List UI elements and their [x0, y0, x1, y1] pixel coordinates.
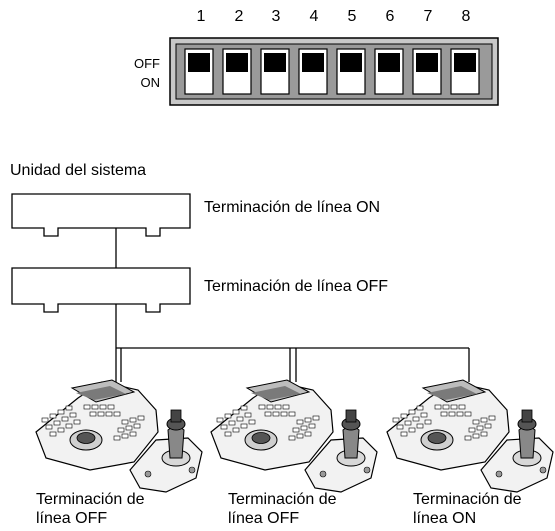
controller-1	[35, 379, 203, 493]
unit2-termination-label: Terminación de línea OFF	[204, 278, 389, 295]
unit1-termination-label: Terminación de línea ON	[204, 199, 381, 216]
bus-lines	[115, 304, 470, 382]
controller-1-termination: Terminación de línea OFF	[36, 490, 145, 528]
controller-3-termination-line1: Terminación de	[413, 491, 522, 508]
switch-number-7: 7	[423, 8, 433, 25]
controller-2	[210, 379, 378, 493]
switch-number-1: 1	[196, 8, 206, 25]
switch-number-6: 6	[385, 8, 395, 25]
controller-2-termination-line1: Terminación de	[228, 491, 337, 508]
controller-3-termination: Terminación de línea ON	[413, 490, 522, 528]
switch-number-5: 5	[347, 8, 357, 25]
controller-3	[386, 379, 554, 493]
off-label: OFF	[134, 56, 160, 71]
system-unit-label: Unidad del sistema	[10, 162, 147, 179]
controller-2-termination-line2: línea OFF	[228, 510, 300, 527]
switch-number-2: 2	[234, 8, 244, 25]
system-unit-2	[11, 267, 191, 313]
dip-switch	[169, 37, 499, 106]
controller-1-termination-line1: Terminación de	[36, 491, 145, 508]
controller-3-termination-line2: línea ON	[413, 510, 477, 527]
controller-2-termination: Terminación de línea OFF	[228, 490, 337, 528]
switch-levers	[188, 53, 476, 72]
switch-number-3: 3	[271, 8, 281, 25]
switch-number-8: 8	[461, 8, 471, 25]
switch-number-4: 4	[309, 8, 319, 25]
on-label: ON	[140, 75, 161, 90]
system-unit-1	[11, 193, 191, 237]
controller-1-termination-line2: línea OFF	[36, 510, 108, 527]
